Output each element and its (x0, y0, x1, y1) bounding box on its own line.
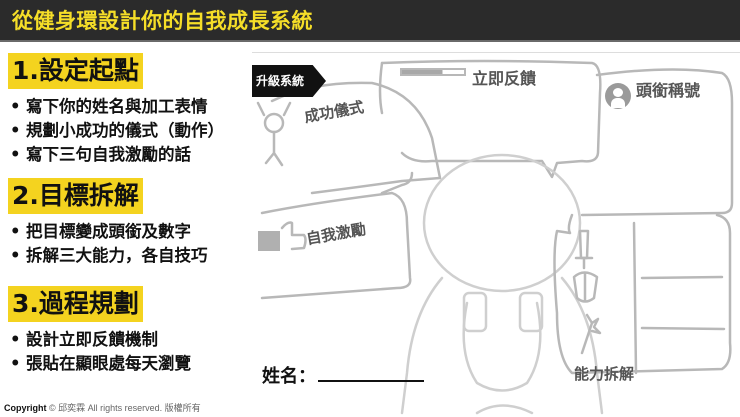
bullet-item: 寫下你的姓名與加工表情 (10, 95, 224, 119)
name-field-label: 姓名： (262, 366, 316, 387)
section-2-bullets: 把目標變成頭銜及數字 拆解三大能力，各自技巧 (10, 220, 208, 268)
copyright: Copyright © 邱奕霖 All rights reserved. 版權所… (4, 403, 201, 413)
section-1-bullets: 寫下你的姓名與加工表情 規劃小成功的儀式（動作） 寫下三句自我激勵的話 (10, 95, 224, 167)
ability-breakdown-label: 能力拆解 (574, 365, 635, 383)
section-3-bullets: 設計立即反饋機制 張貼在顯眼處每天瀏覽 (10, 328, 191, 376)
bullet-item: 規劃小成功的儀式（動作） (10, 119, 224, 143)
instant-feedback-label: 立即反饋 (472, 69, 537, 88)
upgrade-system-tag: 升級系統 (252, 65, 326, 97)
section-2-heading: 2.目標拆解 (8, 178, 143, 214)
name-field-line (318, 380, 424, 382)
avatar-icon (605, 83, 631, 109)
worksheet-illustration: 升級系統 成功儀式 立即反饋 頭銜稱號 自我激勵 能力拆解 姓名： (252, 52, 740, 417)
bullet-item: 張貼在顯眼處每天瀏覽 (10, 352, 191, 376)
section-3-heading: 3.過程規劃 (8, 286, 143, 322)
progress-bar-icon (400, 68, 466, 76)
bullet-item: 寫下三句自我激勵的話 (10, 143, 224, 167)
bullet-item: 拆解三大能力，各自技巧 (10, 244, 208, 268)
sketch-drawing (256, 59, 734, 415)
bullet-item: 設計立即反饋機制 (10, 328, 191, 352)
title-bar: 從健身環設計你的自我成長系統 (0, 0, 740, 42)
title-name-label: 頭銜稱號 (636, 81, 701, 100)
bullet-item: 把目標變成頭銜及數字 (10, 220, 208, 244)
thumbs-up-icon (258, 231, 280, 251)
page-title: 從健身環設計你的自我成長系統 (12, 9, 313, 33)
section-1-heading: 1.設定起點 (8, 53, 143, 89)
